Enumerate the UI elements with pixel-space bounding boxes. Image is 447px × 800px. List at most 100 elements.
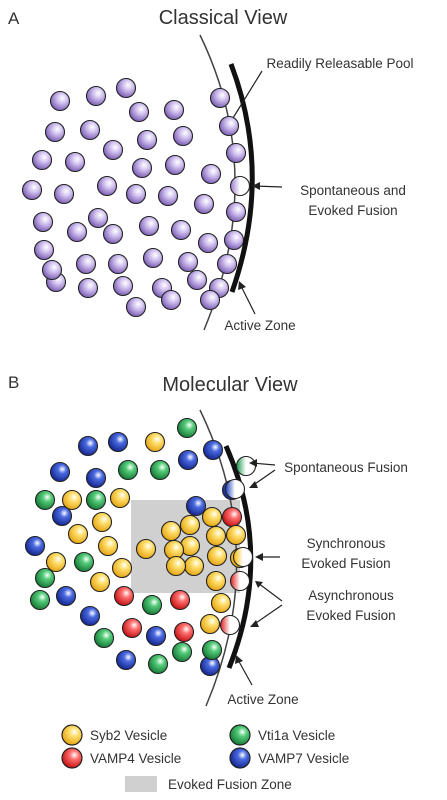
vesicle: [170, 219, 192, 241]
vesicle: [115, 649, 137, 671]
async-arrowhead-1: [255, 581, 263, 588]
vesicle: [121, 617, 143, 639]
vesicle: [177, 449, 199, 471]
vesicle: [164, 154, 186, 176]
vesicle: [112, 275, 134, 297]
vesicle: [172, 125, 194, 147]
legend-vamp4-swatch: [61, 747, 83, 769]
vesicle: [149, 459, 171, 481]
vesicle: [128, 101, 150, 123]
vesicle: [160, 289, 182, 311]
vesicle: [55, 585, 77, 607]
vesicle: [87, 207, 109, 229]
vesicle: [109, 487, 131, 509]
vesicle: [173, 621, 195, 643]
vesicle: [85, 85, 107, 107]
vesicle: [136, 129, 158, 151]
vesicle: [77, 277, 99, 299]
vesicle: [24, 535, 46, 557]
zone-vesicle: [179, 514, 201, 536]
docked-vesicle: [209, 87, 231, 109]
zone-vesicle: [183, 555, 205, 577]
vesicle: [67, 523, 89, 545]
vesicle: [177, 251, 199, 273]
rrp-label: Readily Releasable Pool: [266, 56, 413, 71]
active-zone-arrowhead-a: [238, 281, 246, 290]
vesicle: [145, 625, 167, 647]
zone-vesicle: [135, 538, 157, 560]
active-zone-a: [228, 63, 255, 293]
vesicle: [77, 435, 99, 457]
vesicle: [202, 439, 224, 461]
vesicle: [157, 185, 179, 207]
legend-vamp7-swatch: [229, 747, 251, 769]
vesicle: [96, 175, 118, 197]
fusing-vesicle: [229, 175, 251, 197]
legend-vamp4-label: VAMP4 Vesicle: [90, 751, 181, 766]
async-pointer-2: [252, 604, 283, 626]
vesicle: [31, 149, 53, 171]
fusing-vesicle: [224, 478, 246, 500]
vesicle: [91, 511, 113, 533]
async-pointer-1: [257, 582, 283, 602]
vesicle: [89, 571, 111, 593]
zone-vesicle: [165, 555, 187, 577]
vesicle: [21, 179, 43, 201]
vesicle: [41, 259, 63, 281]
rrp-pointer: [232, 70, 263, 119]
vesicle: [53, 183, 75, 205]
vesicle: [102, 223, 124, 245]
vesicle: [107, 431, 129, 453]
vesicle: [111, 557, 133, 579]
spont-arrowhead-1: [249, 459, 257, 467]
async-label-line2: Evoked Fusion: [306, 608, 395, 623]
legend-zone-label: Evoked Fusion Zone: [168, 777, 292, 792]
fusing-vesicle: [232, 546, 254, 568]
vesicle: [193, 193, 215, 215]
vesicle: [147, 653, 169, 675]
vesicle: [200, 163, 222, 185]
vesicle: [142, 247, 164, 269]
zone-vesicle: [205, 525, 227, 547]
legend-vamp7-label: VAMP7 Vesicle: [258, 751, 349, 766]
vesicle: [44, 121, 66, 143]
async-label-line1: Asynchronous: [308, 588, 394, 603]
fusion-arrowhead-a: [252, 182, 260, 190]
sync-label-line1: Synchronous: [307, 536, 386, 551]
sync-label-line2: Evoked Fusion: [301, 556, 390, 571]
vesicle: [73, 551, 95, 573]
vesicle: [61, 489, 83, 511]
vesicle: [117, 459, 139, 481]
vesicle: [102, 139, 124, 161]
vesicle: [34, 489, 56, 511]
vesicle: [85, 489, 107, 511]
vesicle: [201, 639, 223, 661]
vesicle: [51, 505, 73, 527]
panel-a: A Classical View Readily Releasable Pool…: [8, 7, 414, 333]
vesicle: [33, 239, 55, 261]
active-zone-pointer-a: [239, 283, 256, 315]
docked-vesicle: [218, 115, 240, 137]
vesicle: [113, 585, 135, 607]
vesicle: [141, 594, 163, 616]
vesicle: [138, 215, 160, 237]
vesicle: [199, 613, 221, 635]
vesicle: [64, 151, 86, 173]
panel-b-title: Molecular View: [162, 374, 298, 396]
fusing-vesicle: [219, 614, 241, 636]
vesicle: [66, 221, 88, 243]
zone-vesicle: [205, 570, 227, 592]
zone-vesicle: [206, 545, 228, 567]
vesicle: [79, 605, 101, 627]
vesicle-cluster-b: [24, 417, 257, 677]
fusion-label-a-line1: Spontaneous and: [300, 183, 406, 198]
vesicle: [171, 641, 193, 663]
active-zone-label-b: Active Zone: [227, 692, 298, 707]
vesicle: [144, 431, 166, 453]
legend-syb2-swatch: [61, 724, 83, 746]
vesicle: [163, 99, 185, 121]
vesicle: [197, 232, 219, 254]
docked-vesicle: [223, 229, 245, 251]
async-arrowhead-2: [250, 620, 259, 627]
